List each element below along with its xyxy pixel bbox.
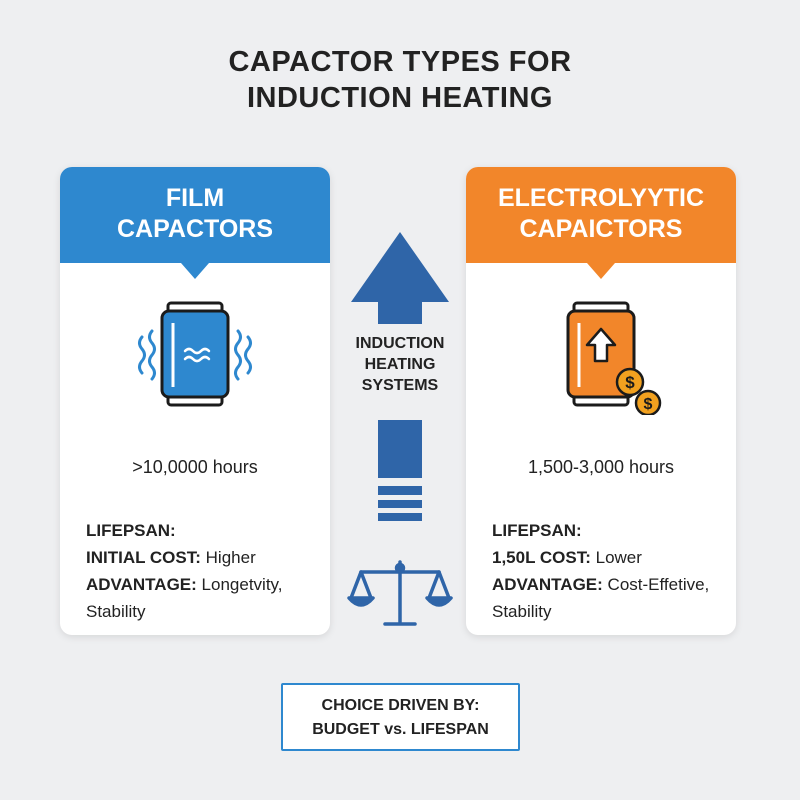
electrolytic-cost-row: 1,50L COST: Lower <box>492 544 732 571</box>
film-header-line-2: CAPACTORS <box>116 215 274 243</box>
title-line-1: CAPACTOR TYPES FOR <box>228 46 572 78</box>
electrolytic-header-line-2: CAPAICTORS <box>519 215 683 243</box>
center-label-line-2: HEATING <box>364 356 436 373</box>
center-label-line-3: SYSTEMS <box>361 377 439 394</box>
svg-text:$: $ <box>644 396 653 413</box>
electrolytic-advantage-value: Cost-Effetive, <box>607 575 710 594</box>
choice-line-1: CHOICE DRIVEN BY: <box>321 697 480 714</box>
film-header-pointer <box>181 263 209 279</box>
film-advantage-value: Longetvity, <box>201 575 283 594</box>
electrolytic-card-header: ELECTROLYYTIC CAPAICTORS <box>466 167 736 279</box>
choice-line-2: BUDGET vs. LIFESPAN <box>312 721 489 738</box>
film-advantage-row: ADVANTAGE: Longetvity, <box>86 571 326 598</box>
induction-heating-systems-label: INDUCTION HEATING SYSTEMS <box>330 333 470 396</box>
film-lifespan-hours: >10,0000 hours <box>132 457 258 477</box>
film-lifespan-label: LIFEPSAN: <box>86 521 176 540</box>
electrolytic-advantage-label: ADVANTAGE: <box>492 575 603 594</box>
electrolytic-header-line-1: ELECTROLYYTIC <box>497 184 705 212</box>
electrolytic-capacitor-cost-icon: $ $ <box>566 301 662 415</box>
film-capacitor-card: FILM CAPACTORS >10,0000 hours LIFEPSAN: … <box>60 167 330 635</box>
film-cost-row: INITIAL COST: Higher <box>86 544 326 571</box>
center-label-line-1: INDUCTION <box>355 335 445 352</box>
electrolytic-advantage-value-2: Stability <box>492 602 552 621</box>
balance-scale-icon <box>347 560 453 626</box>
electrolytic-capacitor-card: ELECTROLYYTIC CAPAICTORS $ $ 1,500-3,000… <box>466 167 736 635</box>
electrolytic-cost-label: 1,50L COST: <box>492 548 591 567</box>
title-line-2: INDUCTION HEATING <box>246 82 553 114</box>
film-cost-label: INITIAL COST: <box>86 548 201 567</box>
electrolytic-lifespan-row: LIFEPSAN: <box>492 517 732 544</box>
electrolytic-header-pointer <box>587 263 615 279</box>
electrolytic-details: LIFEPSAN: 1,50L COST: Lower ADVANTAGE: C… <box>492 517 732 625</box>
choice-summary-box: CHOICE DRIVEN BY: BUDGET vs. LIFESPAN <box>281 683 520 751</box>
electrolytic-advantage-row-2: Stability <box>492 598 732 625</box>
electrolytic-cost-value: Lower <box>595 548 642 567</box>
electrolytic-lifespan-label: LIFEPSAN: <box>492 521 582 540</box>
film-advantage-row-2: Stability <box>86 598 326 625</box>
film-cost-value: Higher <box>205 548 256 567</box>
film-header-line-1: FILM <box>165 184 225 212</box>
film-details: LIFEPSAN: INITIAL COST: Higher ADVANTAGE… <box>86 517 326 625</box>
electrolytic-advantage-row: ADVANTAGE: Cost-Effetive, <box>492 571 732 598</box>
svg-text:$: $ <box>625 373 635 392</box>
film-advantage-label: ADVANTAGE: <box>86 575 197 594</box>
film-card-header: FILM CAPACTORS <box>60 167 330 279</box>
up-arrow-icon <box>347 232 453 626</box>
page-title: CAPACTOR TYPES FOR INDUCTION HEATING <box>0 44 800 116</box>
film-advantage-value-2: Stability <box>86 602 146 621</box>
film-lifespan-row: LIFEPSAN: <box>86 517 326 544</box>
electrolytic-lifespan-hours: 1,500-3,000 hours <box>527 457 675 477</box>
film-capacitor-vibrating-icon <box>138 301 252 407</box>
